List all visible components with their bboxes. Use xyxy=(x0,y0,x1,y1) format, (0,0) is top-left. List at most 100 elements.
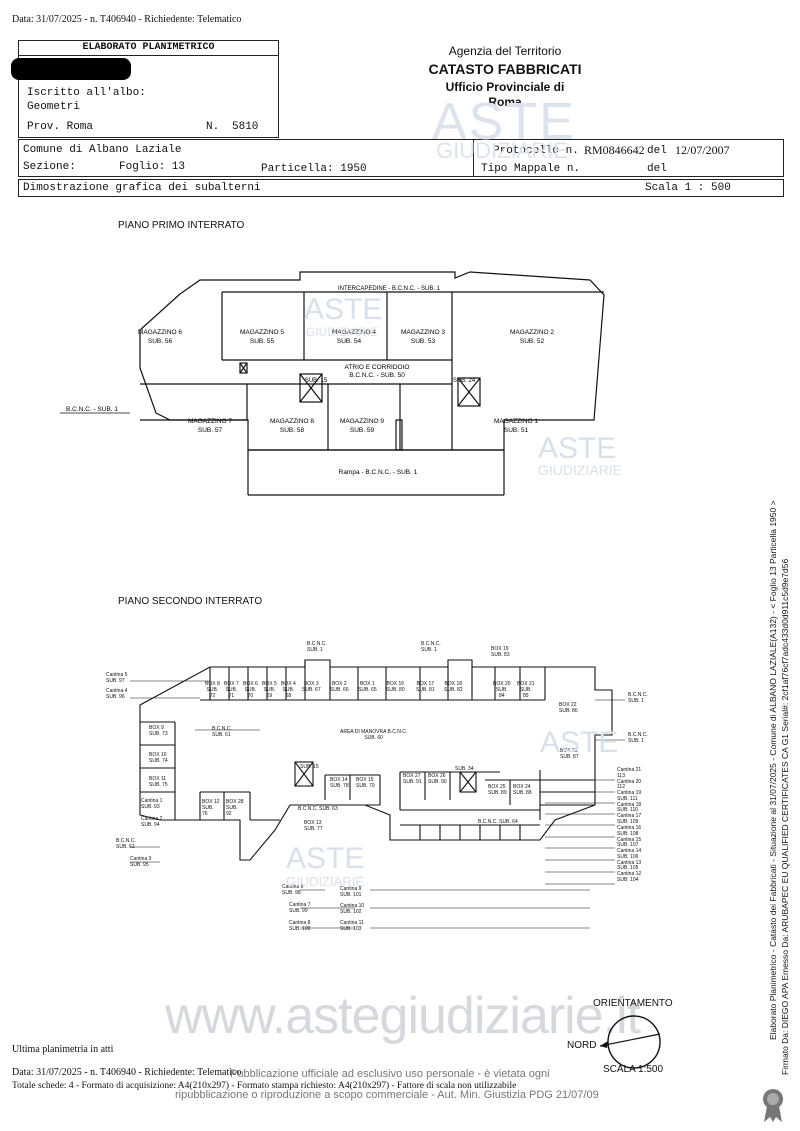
svg-text:SUB. 51: SUB. 51 xyxy=(504,427,529,434)
mag1-label: MAGAZZINO 1 xyxy=(494,418,538,425)
intercapedine-label: INTERCAPEDINE - B.C.N.C. - SUB. 1 xyxy=(338,286,441,292)
side-text-2: Firmato Da: DIEGO APA Emesso Da: ARUBAPE… xyxy=(780,558,790,1075)
top-line: Data: 31/07/2025 - n. T406940 - Richiede… xyxy=(12,14,242,25)
bcnc-r2: B.C.N.C.SUB. 1 xyxy=(628,732,648,744)
plan2-title: PIANO SECONDO INTERRATO xyxy=(118,596,263,607)
header-row2: Comune di Albano Laziale Sezione: Foglio… xyxy=(18,139,784,177)
particella: Particella: 1950 xyxy=(261,163,367,175)
bcnc61: B.C.N.C.SUB. 61 xyxy=(212,726,232,738)
mag7-label: MAGAZZINO 7 xyxy=(188,418,232,425)
sub34: SUB. 34 xyxy=(455,766,474,772)
agency-block: Agenzia del Territorio CATASTO FABBRICAT… xyxy=(400,44,610,109)
notice-line1: Pubblicazione ufficiale ad esclusivo uso… xyxy=(230,1068,550,1080)
svg-text:SUB. 55: SUB. 55 xyxy=(250,338,275,345)
watermark-aste-header: ASTE xyxy=(432,93,576,151)
watermark-site: www.astegiudiziarie.it xyxy=(165,987,641,1045)
watermark-giud-2: GIUDIZIARIE xyxy=(538,462,623,478)
plan1-title: PIANO PRIMO INTERRATO xyxy=(118,220,245,231)
dimostrazione: Dimostrazione grafica dei subalterni xyxy=(23,182,261,194)
mag6-label: MAGAZZINO 6 xyxy=(138,329,182,336)
bcnc-sub1-label: B.C.N.C. - SUB. 1 xyxy=(66,406,118,413)
foglio: Foglio: 13 xyxy=(119,161,186,173)
del-label: del xyxy=(647,145,667,157)
watermark-giudiziarie-header: GIUDIZIARIE xyxy=(436,138,569,163)
area-manovra: AREA DI MANOVRA B.C.N.C.SUB. 60 xyxy=(340,729,408,741)
mag9-label: MAGAZZINO 9 xyxy=(340,418,384,425)
bcnc62: B.C.N.C.SUB. 62 xyxy=(116,838,136,850)
redacted-name xyxy=(11,58,131,80)
mag3-label: MAGAZZINO 3 xyxy=(401,329,445,336)
notice-line2: ripubblicazione o riproduzione a scopo c… xyxy=(175,1089,599,1101)
header-row3: Dimostrazione grafica dei subalterni Sca… xyxy=(18,179,784,197)
watermark-giud-1: GIUDIZIARIE xyxy=(306,325,379,339)
watermark-aste-2: ASTE xyxy=(538,432,617,465)
mag8-label: MAGAZZINO 8 xyxy=(270,418,314,425)
atrio-label: ATRIO E CORRIDOIO xyxy=(345,364,410,371)
form-title: ELABORATO PLANIMETRICO xyxy=(19,41,278,56)
bcnc-top2: B.C.N.C.SUB. 1 xyxy=(421,641,441,653)
del-value: 12/07/2007 xyxy=(675,143,730,157)
svg-text:B.C.N.C. - SUB. 50: B.C.N.C. - SUB. 50 xyxy=(349,372,405,379)
svg-text:SUB. 52: SUB. 52 xyxy=(520,338,545,345)
svg-text:SUB. 59: SUB. 59 xyxy=(350,427,375,434)
compass-icon xyxy=(599,1015,661,1069)
svg-text:SUB. 56: SUB. 56 xyxy=(148,338,173,345)
footer-line1: Data: 31/07/2025 - n. T406940 - Richiede… xyxy=(12,1067,242,1078)
del2-label: del xyxy=(647,163,667,175)
ultima-planimetria: Ultima planimetria in atti xyxy=(12,1044,114,1055)
city: Roma xyxy=(488,95,522,109)
mag2-label: MAGAZZINO 2 xyxy=(510,329,554,336)
ufficio: Ufficio Provinciale di xyxy=(445,80,565,94)
tipo-mappale: Tipo Mappale n. xyxy=(481,163,581,175)
footer-line2: Totale schede: 4 - Formato di acquisizio… xyxy=(12,1081,517,1091)
scala-bottom: SCALA 1:500 xyxy=(603,1064,664,1075)
prov: Prov. Roma xyxy=(27,121,94,133)
svg-text:SUB. 57: SUB. 57 xyxy=(198,427,223,434)
svg-text:SUB. 53: SUB. 53 xyxy=(411,338,436,345)
bcnc-top1: B.C.N.C.SUB. 1 xyxy=(307,641,327,653)
catasto: CATASTO FABBRICATI xyxy=(428,61,582,77)
bcnc64: B.C.N.C. SUB. 64 xyxy=(478,819,518,825)
bcnc-r1: B.C.N.C.SUB. 1 xyxy=(628,692,648,704)
side-text-1: Elaborato Planimetrico - Catasto dei Fab… xyxy=(768,500,778,1040)
mag5-label: MAGAZZINO 5 xyxy=(240,329,284,336)
svg-text:SUB. 54: SUB. 54 xyxy=(337,338,362,345)
protocollo-label: Protocollo n. xyxy=(493,145,579,157)
plan2-drawing xyxy=(130,659,625,929)
